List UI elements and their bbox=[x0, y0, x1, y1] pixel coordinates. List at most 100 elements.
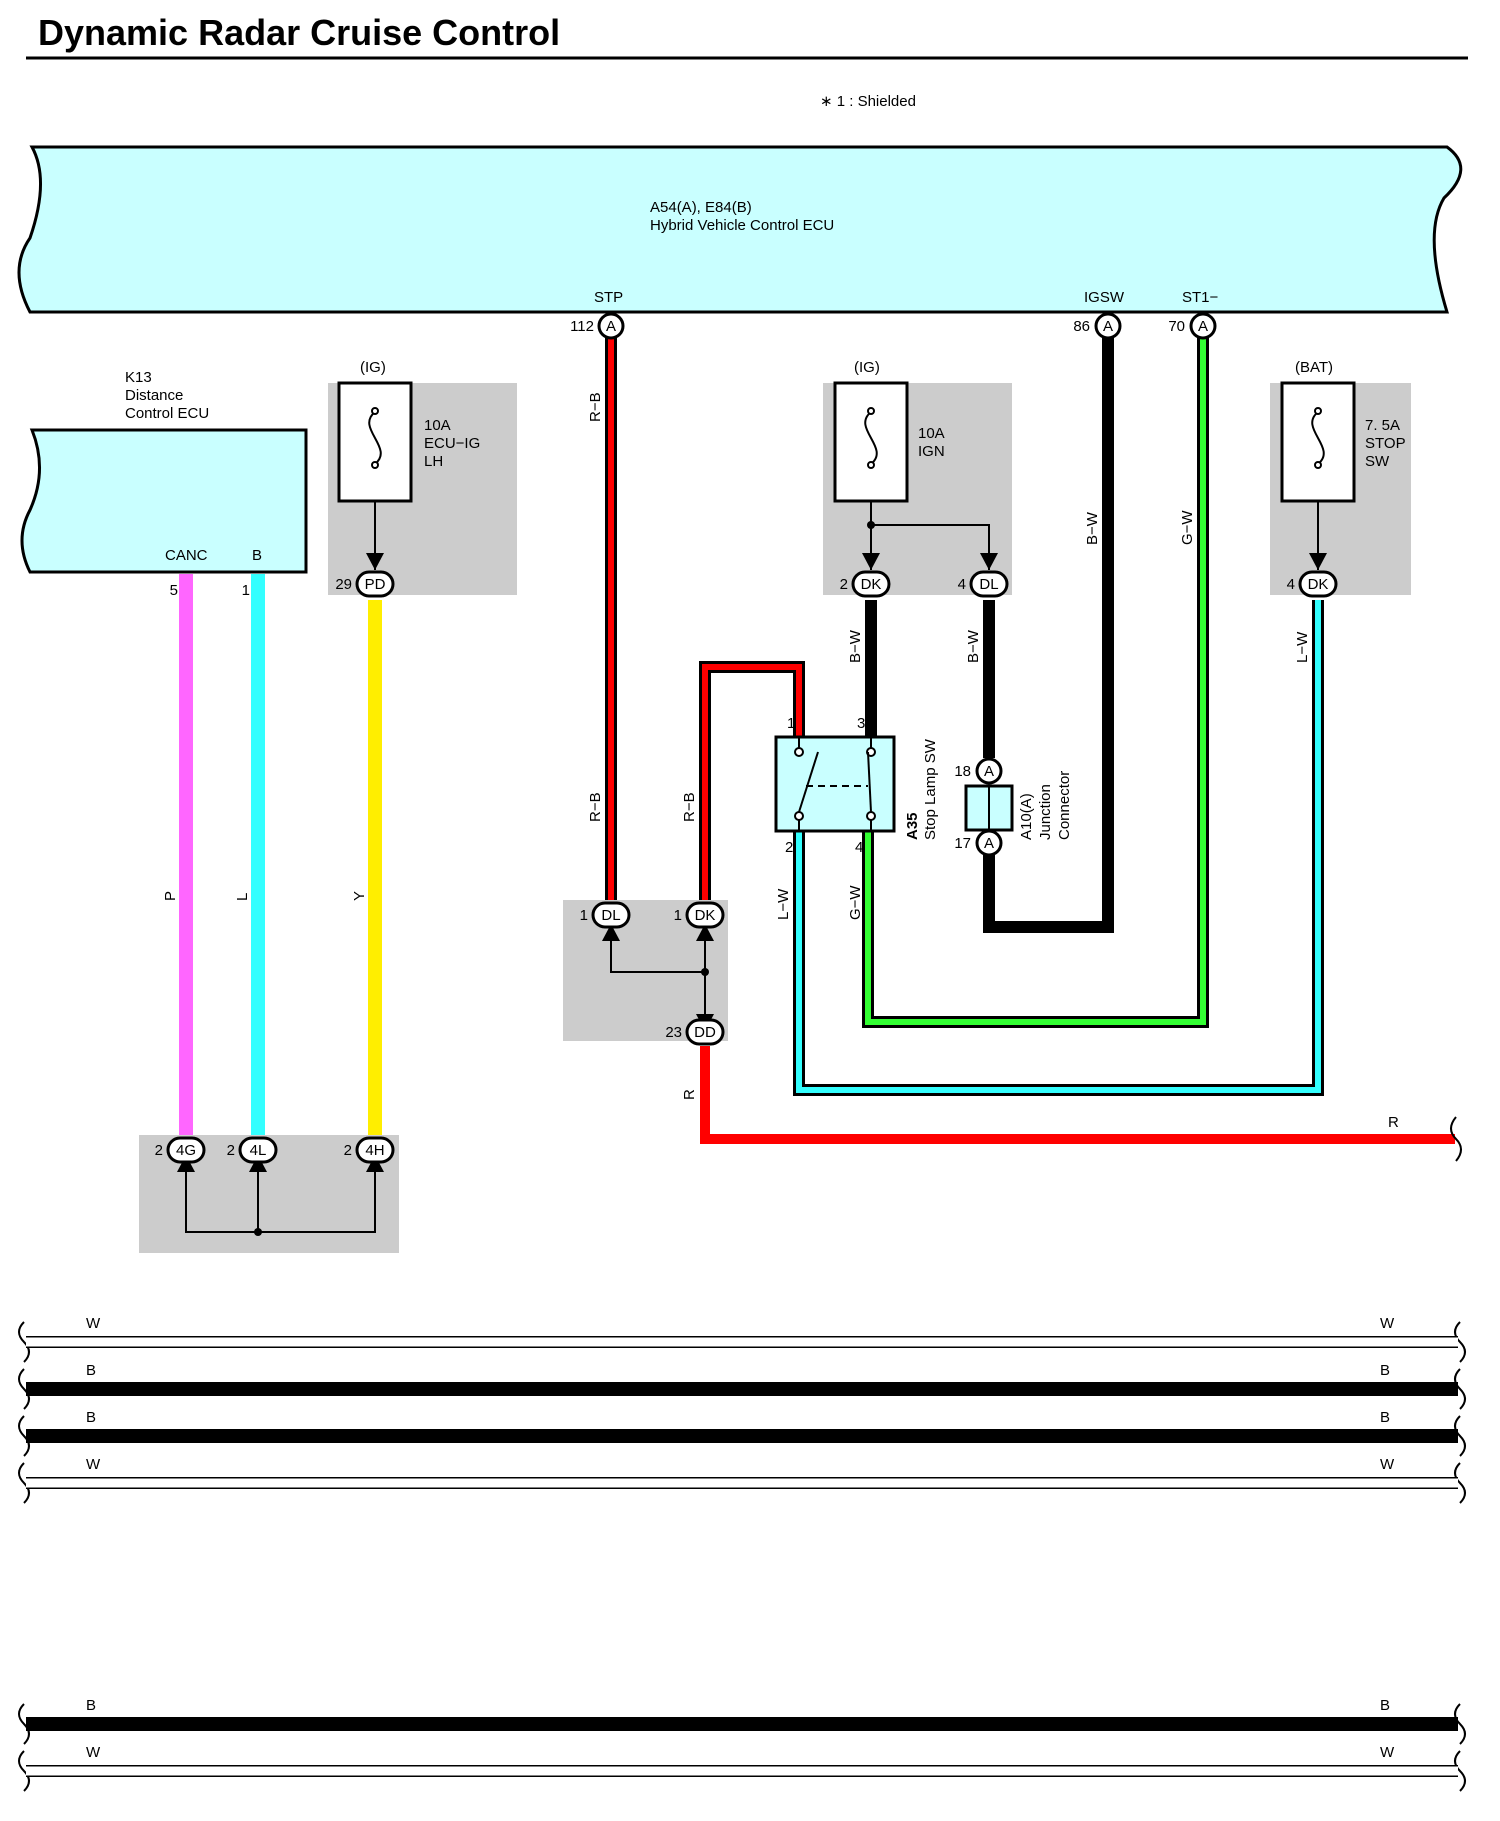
svg-text:DK: DK bbox=[861, 576, 882, 593]
svg-text:R−B: R−B bbox=[587, 792, 604, 822]
break-symbols bbox=[18, 1116, 1466, 1792]
bottom-bus-label-right-0: B bbox=[1380, 1697, 1390, 1714]
bottom-bus-break-right-1 bbox=[1454, 1750, 1466, 1792]
svg-text:B−W: B−W bbox=[847, 629, 864, 663]
svg-text:17: 17 bbox=[954, 835, 971, 852]
svg-text:1: 1 bbox=[674, 907, 682, 924]
wire-st1-gw bbox=[862, 330, 1209, 1028]
bottom-bus-break-right-0 bbox=[1454, 1703, 1466, 1745]
bus-break-right-2 bbox=[1454, 1415, 1466, 1457]
pin-ign-dk: DK 2 bbox=[840, 570, 891, 598]
svg-text:L: L bbox=[234, 893, 251, 901]
bus-label-left-2: B bbox=[86, 1409, 96, 1426]
wires bbox=[179, 330, 1455, 1144]
hv-terminal-igsw: IGSW bbox=[1084, 289, 1125, 306]
svg-text:P: P bbox=[162, 891, 179, 901]
pin-dl-1: DL 1 bbox=[580, 901, 631, 929]
junction-name-2: Connector bbox=[1056, 771, 1073, 840]
svg-text:R−B: R−B bbox=[681, 792, 698, 822]
bus-label-left-1: B bbox=[86, 1362, 96, 1379]
svg-text:DD: DD bbox=[694, 1024, 716, 1041]
svg-text:A: A bbox=[984, 835, 994, 852]
connector-pins: A 112 A 86 A 70 5 1 PD 29 DK 2 bbox=[155, 312, 1338, 1164]
fuse-ecu-ig-symbol bbox=[337, 381, 413, 503]
bus-break-left-0 bbox=[18, 1321, 30, 1363]
svg-text:2: 2 bbox=[344, 1142, 352, 1159]
svg-text:DL: DL bbox=[601, 907, 620, 924]
svg-text:4: 4 bbox=[1287, 576, 1295, 593]
junction-name-1: Junction bbox=[1037, 784, 1054, 840]
svg-text:2: 2 bbox=[227, 1142, 235, 1159]
svg-text:2: 2 bbox=[155, 1142, 163, 1159]
wire-labels: R−B R−B B−W G−W B−W B−W L−W R−B L−W G−W … bbox=[162, 392, 1399, 1131]
svg-text:4G: 4G bbox=[176, 1142, 196, 1159]
internal-links bbox=[185, 501, 1319, 1236]
bus-break-left-3 bbox=[18, 1462, 30, 1504]
svg-text:23: 23 bbox=[665, 1024, 682, 1041]
bus-label-right-3: W bbox=[1380, 1456, 1395, 1473]
svg-text:70: 70 bbox=[1168, 318, 1185, 335]
pin-st1: A 70 bbox=[1168, 312, 1217, 340]
wire-igsw-bw bbox=[983, 330, 1114, 933]
fuse1-name-1: ECU−IG bbox=[424, 435, 480, 452]
svg-text:R−B: R−B bbox=[587, 392, 604, 422]
pin-dd-23: DD 23 bbox=[665, 1018, 725, 1046]
distance-terminal-b: B bbox=[252, 547, 262, 564]
distance-ecu-name-1: Distance bbox=[125, 387, 183, 404]
fuse2-amps: 10A bbox=[918, 425, 945, 442]
bus-label-left-0: W bbox=[86, 1315, 101, 1332]
svg-text:18: 18 bbox=[954, 763, 971, 780]
distance-control-ecu: K13 Distance Control ECU CANC B bbox=[20, 369, 308, 574]
fuse-stop-sw-symbol bbox=[1280, 381, 1356, 503]
bus-label-right-2: B bbox=[1380, 1409, 1390, 1426]
wire-stop-lw bbox=[793, 600, 1324, 1096]
bottom-bus-label-left-1: W bbox=[86, 1744, 101, 1761]
fuse-ign-symbol bbox=[833, 381, 909, 503]
hv-ecu-name: Hybrid Vehicle Control ECU bbox=[650, 217, 834, 234]
junction-code: A10(A) bbox=[1018, 793, 1035, 840]
sw-pin-1: 1 bbox=[787, 715, 795, 732]
svg-text:L−W: L−W bbox=[1294, 631, 1311, 663]
svg-text:A: A bbox=[1198, 318, 1208, 335]
wire-dd-r bbox=[700, 1046, 1455, 1144]
svg-text:112: 112 bbox=[570, 318, 594, 335]
svg-text:R: R bbox=[681, 1089, 698, 1100]
bus-label-left-3: W bbox=[86, 1456, 101, 1473]
svg-text:4L: 4L bbox=[250, 1142, 267, 1159]
pin-4h: 4H 2 bbox=[344, 1136, 395, 1164]
bus-break-right-0 bbox=[1454, 1321, 1466, 1363]
fuse3-name-1: STOP bbox=[1365, 435, 1406, 452]
bottom-bus-label-right-1: W bbox=[1380, 1744, 1395, 1761]
svg-text:B−W: B−W bbox=[965, 629, 982, 663]
sw-pin-2: 2 bbox=[785, 839, 793, 856]
bus-label-right-0: W bbox=[1380, 1315, 1395, 1332]
sw-code: A35 bbox=[904, 812, 921, 840]
svg-text:A: A bbox=[1103, 318, 1113, 335]
bus-break-right-3 bbox=[1454, 1462, 1466, 1504]
fuse1-amps: 10A bbox=[424, 417, 451, 434]
svg-text:29: 29 bbox=[335, 576, 352, 593]
svg-text:PD: PD bbox=[365, 576, 386, 593]
hv-terminal-st1: ST1− bbox=[1182, 289, 1219, 306]
arrow-markers bbox=[177, 553, 1327, 1172]
hv-terminal-stp: STP bbox=[594, 289, 623, 306]
svg-text:G−W: G−W bbox=[847, 885, 864, 920]
fuse2-supply: (IG) bbox=[854, 359, 880, 376]
sw-name: Stop Lamp SW bbox=[922, 738, 939, 840]
sw-pin-3: 3 bbox=[857, 715, 865, 732]
svg-text:4: 4 bbox=[958, 576, 966, 593]
pin-dk-1: DK 1 bbox=[674, 901, 725, 929]
sw-pin-4: 4 bbox=[855, 839, 863, 856]
svg-text:A: A bbox=[606, 318, 616, 335]
stop-lamp-switch: 1 3 2 4 A35 Stop Lamp SW bbox=[774, 715, 939, 856]
svg-text:86: 86 bbox=[1073, 318, 1090, 335]
page-title: Dynamic Radar Cruise Control bbox=[38, 12, 560, 53]
bottom-bus-break-left-1 bbox=[18, 1750, 30, 1792]
bottom-bus-label-left-0: B bbox=[86, 1697, 96, 1714]
